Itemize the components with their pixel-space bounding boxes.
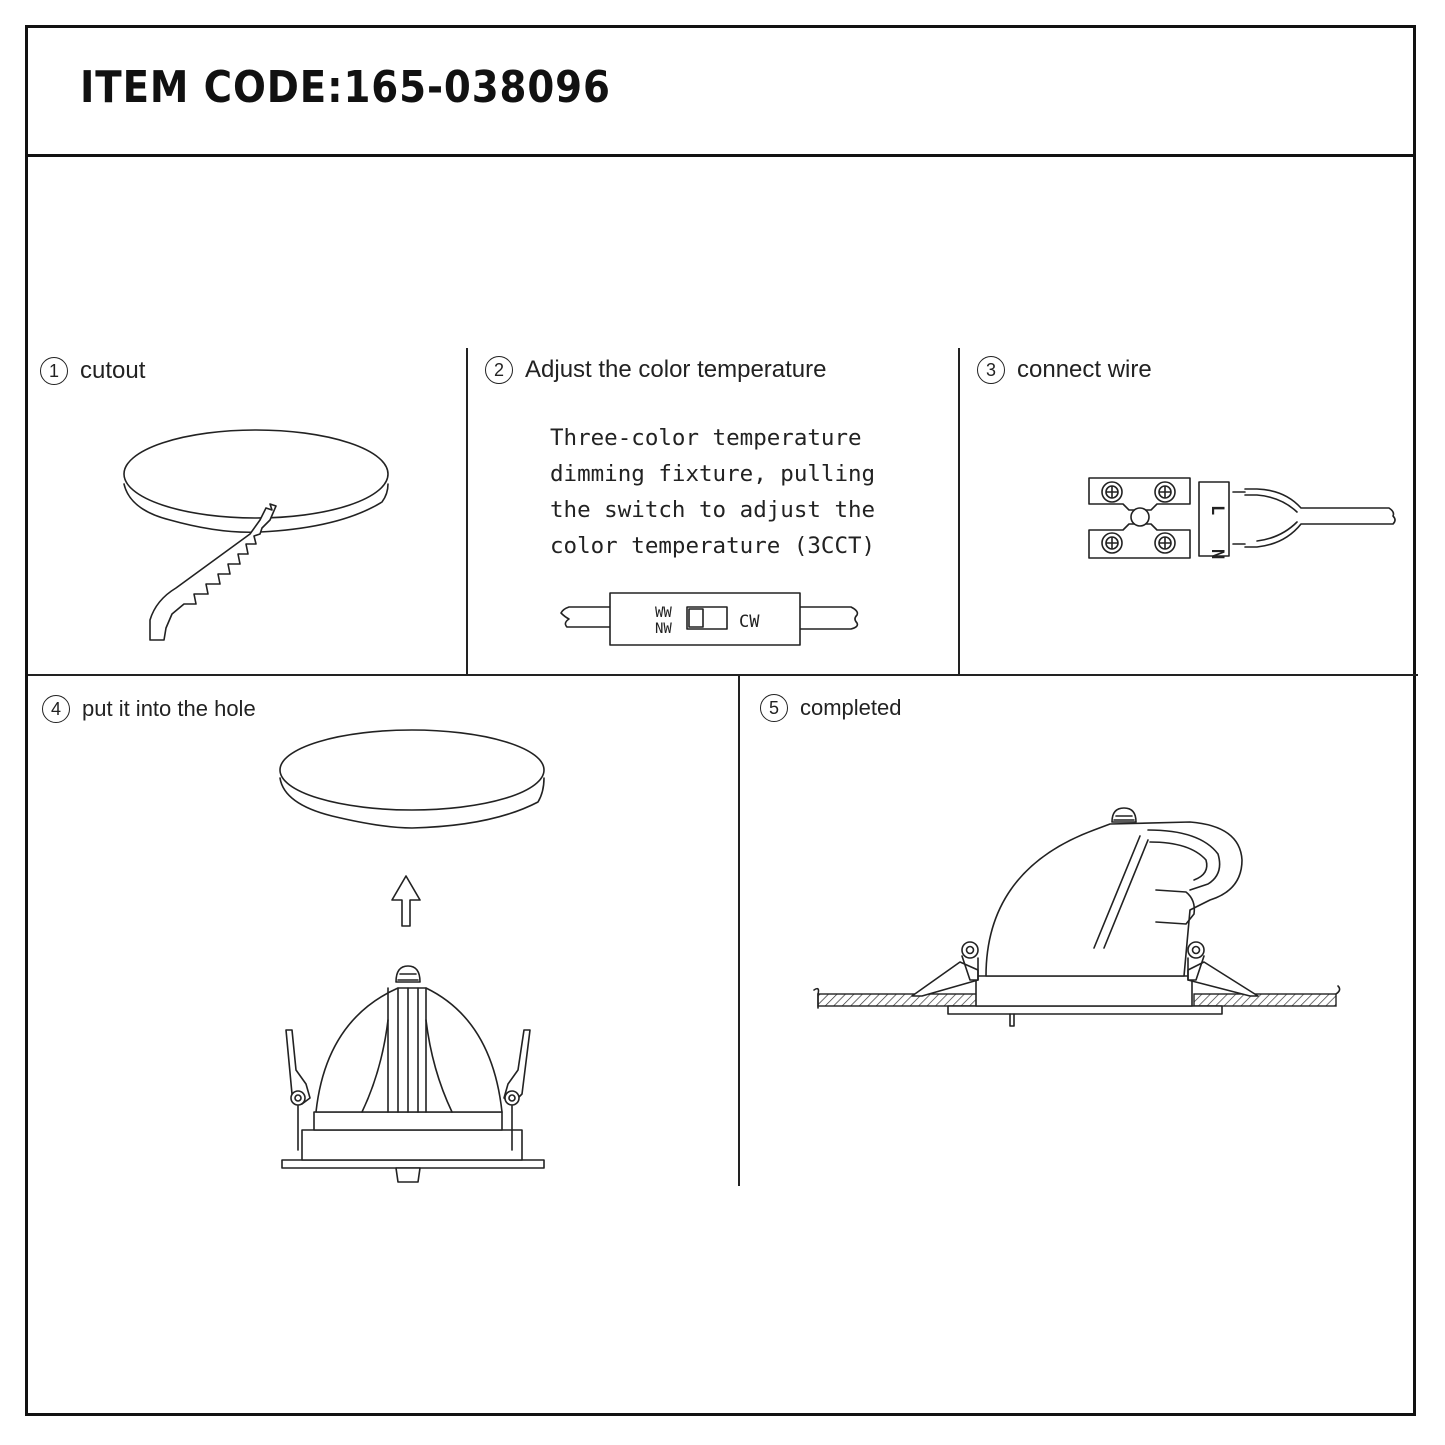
step-3-label: 3 connect wire <box>977 356 1152 384</box>
arrow-up-icon <box>391 875 421 927</box>
switch-label-nw: NW <box>655 621 672 637</box>
terminal-label-l: L <box>1207 505 1227 515</box>
completed-illustration <box>813 807 1341 1027</box>
terminal-label-n: N <box>1207 549 1227 559</box>
screw-icon <box>1101 481 1123 503</box>
document-frame <box>25 25 1416 1416</box>
terminal-block-illustration: L N <box>1088 477 1396 559</box>
step-4-label: 4 put it into the hole <box>42 695 256 723</box>
divider-row <box>28 674 1418 676</box>
divider-2-3 <box>958 348 960 674</box>
step-5-text: completed <box>800 695 902 720</box>
description-line: dimming fixture, pulling <box>550 461 876 487</box>
install-illustration <box>279 729 545 1183</box>
description-line: Three-color temperature <box>550 425 862 451</box>
step-3-number: 3 <box>977 356 1005 384</box>
step-3-text: connect wire <box>1017 356 1152 383</box>
step-2-number: 2 <box>485 356 513 384</box>
step-5-label: 5 completed <box>760 694 902 722</box>
item-code-title: ITEM CODE:165-038096 <box>80 62 611 113</box>
step-1-label: 1 cutout <box>40 357 145 385</box>
switch-label-ww: WW <box>655 605 672 621</box>
step-1-text: cutout <box>80 357 146 384</box>
cct-switch-illustration: WW NW CW <box>560 592 859 646</box>
divider-4-5 <box>738 676 740 1186</box>
step-2-label: 2 Adjust the color temperature <box>485 356 827 384</box>
step-4-number: 4 <box>42 695 70 723</box>
step-4-text: put it into the hole <box>82 696 256 721</box>
divider-1-2 <box>466 348 468 674</box>
step-1-number: 1 <box>40 357 68 385</box>
screw-icon <box>1154 481 1176 503</box>
screw-icon <box>1154 532 1176 554</box>
switch-label-cw: CW <box>739 612 760 632</box>
cutout-illustration <box>123 429 389 641</box>
step-5-number: 5 <box>760 694 788 722</box>
step-2-text: Adjust the color temperature <box>525 356 827 383</box>
description-line: the switch to adjust the <box>550 497 876 523</box>
description-line: color temperature (3CCT) <box>550 533 876 559</box>
header-divider <box>25 154 1416 157</box>
step-2-description: Three-color temperature dimming fixture, … <box>550 420 875 564</box>
screw-icon <box>1101 532 1123 554</box>
